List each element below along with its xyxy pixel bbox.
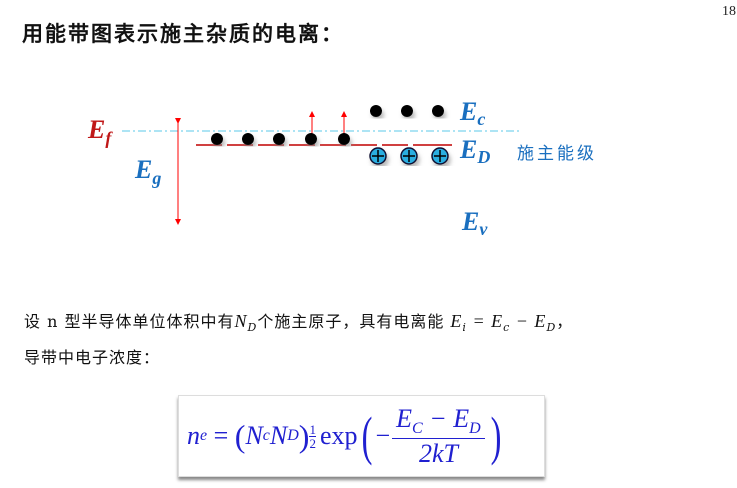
text: 设 n 型半导体单位体积中有 bbox=[24, 312, 235, 331]
slide-title: 用能带图表示施主杂质的电离： bbox=[22, 21, 344, 46]
ionized-donors bbox=[369, 147, 449, 165]
math: = bbox=[207, 421, 235, 450]
right-paren: ) bbox=[490, 406, 502, 466]
math: ( bbox=[234, 417, 246, 454]
math: c bbox=[262, 427, 270, 444]
left-paren: ( bbox=[361, 406, 372, 466]
valence-label: Ev bbox=[461, 207, 488, 239]
math: exp bbox=[319, 421, 358, 450]
math: N bbox=[245, 421, 263, 450]
gap-label: Eg bbox=[134, 155, 161, 188]
plus-ion-icon bbox=[369, 147, 387, 165]
donor-level-caption: 施主能级 bbox=[517, 144, 597, 164]
description-line-1: 设 n 型半导体单位体积中有ND个施主原子，具有电离能 Ei = Ec − ED… bbox=[24, 308, 573, 334]
math: i bbox=[462, 321, 467, 334]
page-number: 18 bbox=[722, 4, 736, 19]
math: − E bbox=[510, 311, 547, 331]
description-line-2: 导带中电子浓度： bbox=[24, 348, 161, 367]
math: D bbox=[287, 427, 299, 444]
fermi-label: Ef bbox=[87, 115, 113, 148]
fraction: EC − ED 2kT bbox=[392, 404, 485, 469]
math: ) bbox=[298, 417, 310, 454]
energy-band-diagram: Ef Eg Ec ED Ev 施主能级 bbox=[87, 97, 597, 239]
math: c bbox=[503, 321, 511, 334]
math: − bbox=[375, 421, 391, 450]
math: D bbox=[546, 321, 557, 334]
math: D bbox=[247, 321, 258, 334]
conduction-label: Ec bbox=[459, 97, 485, 129]
math: e bbox=[200, 427, 208, 444]
math: E bbox=[450, 311, 463, 331]
math: N bbox=[269, 421, 288, 450]
plus-ion-icon bbox=[400, 147, 418, 165]
math: N bbox=[234, 311, 248, 331]
conduction-electrons bbox=[370, 105, 444, 117]
text: 个施主原子，具有电离能 bbox=[257, 312, 451, 331]
plus-ion-icon bbox=[431, 147, 449, 165]
donor-label: ED bbox=[459, 135, 490, 167]
math: n bbox=[187, 421, 200, 450]
text: ， bbox=[556, 312, 574, 331]
math: = E bbox=[466, 311, 504, 331]
donor-electrons bbox=[211, 133, 350, 145]
